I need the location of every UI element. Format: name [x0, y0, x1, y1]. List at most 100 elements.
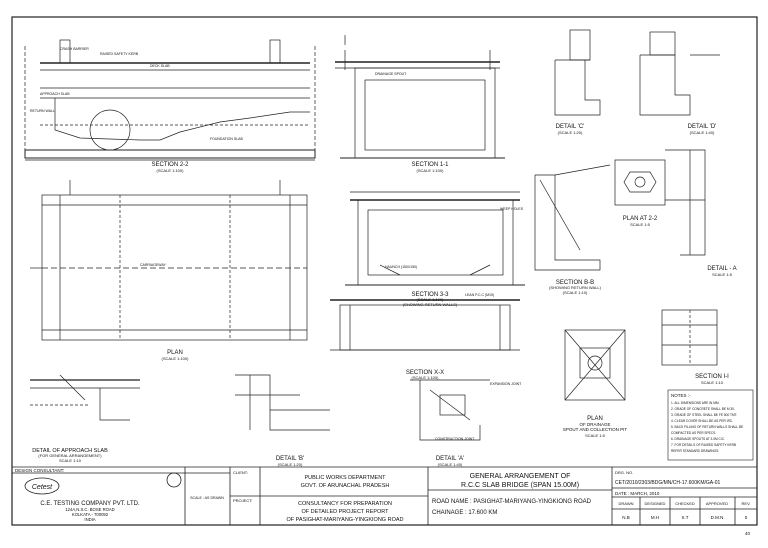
scale-detail-c: (SCALE 1:20): [558, 130, 583, 135]
client-label: CLIENT:: [233, 470, 248, 475]
title-plan-drainage: PLAN: [587, 416, 603, 422]
detail-c-drawing: [554, 29, 601, 116]
firm-logo: Cetest: [32, 484, 53, 491]
address-line-2: KOLKATA - 700092: [72, 512, 109, 517]
view-titles: SECTION 2-2 (SCALE 1:100) SECTION 1-1 (S…: [32, 124, 736, 467]
label-lean-pcc: LEAN P.C.C (M15): [465, 293, 494, 297]
project-label: PROJECT:: [233, 498, 252, 503]
note-section-3-3: (SHOWING RETURN WALLS): [403, 302, 458, 307]
sub1-plan-drainage: OF DRAINAGE: [579, 422, 610, 427]
val-drawn: N.B: [622, 515, 630, 520]
title-section-i-i: SECTION I-I: [695, 374, 729, 380]
section-2-2-drawing: [24, 39, 316, 161]
scale-detail-approach: SCALE 1:10: [59, 458, 82, 463]
scale-label: SCALE : AS DRAWN: [190, 496, 224, 500]
section-b-b-drawing: [534, 164, 611, 271]
title-block-grid: [12, 389, 757, 525]
title-block: DESIGN CONSULTANT: Cetest C.E. TESTING C…: [15, 468, 750, 523]
title-detail-approach: DETAIL OF APPROACH SLAB: [32, 448, 108, 454]
note-line: 2. GRADE OF CONCRETE SHALL BE M 30.: [671, 407, 735, 411]
scale-section-1-1: (SCALE 1:100): [417, 168, 445, 173]
drawing-title-1: GENERAL ARRANGEMENT OF: [470, 473, 571, 480]
scale-section-2-2: (SCALE 1:100): [157, 168, 185, 173]
col-designed: DESIGNED: [645, 501, 666, 506]
scale-plan-drainage: SCALE 1:5: [585, 433, 606, 438]
address-line-3: INDIA: [84, 517, 95, 522]
val-checked: S.T: [681, 515, 688, 520]
drg-no: CET/2010/2303/BDG/MN/CH-17.600KM/GA-01: [615, 480, 721, 486]
address-line-1: 124A,N.S.C. BOSE ROAD: [65, 507, 114, 512]
title-section-2-2: SECTION 2-2: [151, 162, 189, 168]
label-haunch: HAUNCH (150X150): [385, 265, 417, 269]
plan-at-2-2-drawing: [614, 159, 666, 206]
title-section-3-3: SECTION 3-3: [411, 292, 449, 298]
plan-drainage-drawing: [564, 329, 626, 401]
drg-no-label: DRG. NO.: [615, 470, 633, 475]
label-raised-kerb: RAISED SAFETY KERB: [100, 52, 139, 56]
detail-approach-slab-drawing: [30, 374, 140, 421]
label-weep-holes: WEEP HOLES: [500, 207, 524, 211]
drawing-date: DATE : MARCH, 2010: [615, 491, 660, 496]
col-rev: REV.: [742, 501, 751, 506]
chainage: CHAINAGE : 17.600 KM: [432, 510, 497, 516]
title-plan-at-2-2: PLAN AT 2-2: [623, 216, 658, 222]
title-section-b-b: SECTION B-B: [556, 280, 594, 286]
detail-a-drawing: [410, 379, 490, 441]
title-detail-c: DETAIL 'C': [556, 124, 585, 130]
val-rev: 0: [745, 515, 748, 520]
title-section-1-1: SECTION 1-1: [411, 162, 449, 168]
note-line: COMPACTED AS PER SPECS.: [671, 431, 716, 435]
col-approved: APPROVED: [706, 501, 728, 506]
label-construction-joint: CONSTRUCTION JOINT: [435, 437, 475, 441]
detail-d-drawing: [639, 31, 720, 116]
detail-a-small-drawing: [665, 149, 706, 256]
detail-b-drawing: [235, 374, 330, 431]
scale-detail-d: (SCALE 1:40): [690, 130, 715, 135]
scale-plan-at-2-2: SCALE 1:5: [630, 222, 651, 227]
label-approach-slab: APPROACH SLAB: [40, 92, 70, 96]
label-foundation-slab: FOUNDATION SLAB: [210, 137, 243, 141]
notes-box: NOTES :- 1. ALL DIMENSIONS ARE IN MM. 2.…: [671, 393, 743, 453]
client-line-1: PUBLIC WORKS DEPARTMENT: [304, 475, 386, 481]
label-deck-slab: DECK SLAB: [150, 64, 170, 68]
label-crash-barrier: CRASH BARRIER: [60, 47, 89, 51]
client-line-2: GOVT. OF ARUNACHAL PRADESH: [301, 483, 390, 489]
road-name: ROAD NAME : PASIGHAT-MARIYANG-YINGKIONG …: [432, 499, 592, 505]
note-line: 1. ALL DIMENSIONS ARE IN MM.: [671, 401, 720, 405]
note-detail-approach: (FOR GENERAL ARRANGEMENT): [38, 453, 102, 458]
section-i-i-drawing: [661, 309, 718, 366]
col-drawn: DRAWN: [619, 501, 634, 506]
scale-detail-b: (SCALE 1:20): [278, 462, 303, 467]
scale-section-b-b: (SCALE 1:10): [563, 290, 588, 295]
title-detail-b: DETAIL 'B': [276, 456, 304, 462]
section-3-3-drawing: [345, 191, 525, 286]
scale-section-i-i: SCALE 1:10: [701, 380, 724, 385]
note-line: 5. BACK FILLING OF RETURN WALLS SHALL BE: [671, 425, 743, 429]
col-checked: CHECKED: [675, 501, 695, 506]
title-detail-a: DETAIL 'A': [436, 456, 464, 462]
scale-plan: (SCALE 1:100): [162, 356, 190, 361]
note-line: REFER STANDARD DRAWINGS.: [671, 449, 719, 453]
note-line: 6. DRAINAGE SPOUTS AT 3.0M C/C.: [671, 437, 725, 441]
project-line-2: OF DETAILED PROJECT REPORT: [301, 509, 389, 515]
drawing-labels: CRASH BARRIER RAISED SAFETY KERB DECK SL…: [30, 47, 524, 441]
val-designed: M.H: [651, 515, 659, 520]
firm-name: C.E. TESTING COMPANY PVT. LTD.: [40, 501, 140, 507]
note-line: 7. FOR DETAILS OF RAISED SAFETY KERB: [671, 443, 736, 447]
label-drainage-spout: DRAINAGE SPOUT: [375, 72, 407, 76]
note-section-b-b: (SHOWING RETURN WALL): [549, 285, 602, 290]
section-1-1-drawing: [335, 35, 505, 159]
scale-detail-a: (SCALE 1:40): [438, 462, 463, 467]
title-plan: PLAN: [167, 350, 183, 356]
note-line: 4. CLEAR COVER SHALL BE AS PER IRC.: [671, 419, 733, 423]
label-carriageway: CARRIAGEWAY: [140, 263, 167, 267]
drawing-title-2: R.C.C SLAB BRIDGE (SPAN 15.00M): [461, 482, 579, 489]
scale-section-x-x: (SCALE 1:100): [412, 375, 440, 380]
sub2-plan-drainage: SPOUT AND COLLECTION PIT: [563, 427, 627, 432]
label-return-wall: RETURN WALL: [30, 109, 55, 113]
notes-title: NOTES :-: [671, 393, 691, 398]
plan-drawing: [30, 180, 308, 341]
scale-section-3-3: (SCALE 1:100): [417, 297, 445, 302]
